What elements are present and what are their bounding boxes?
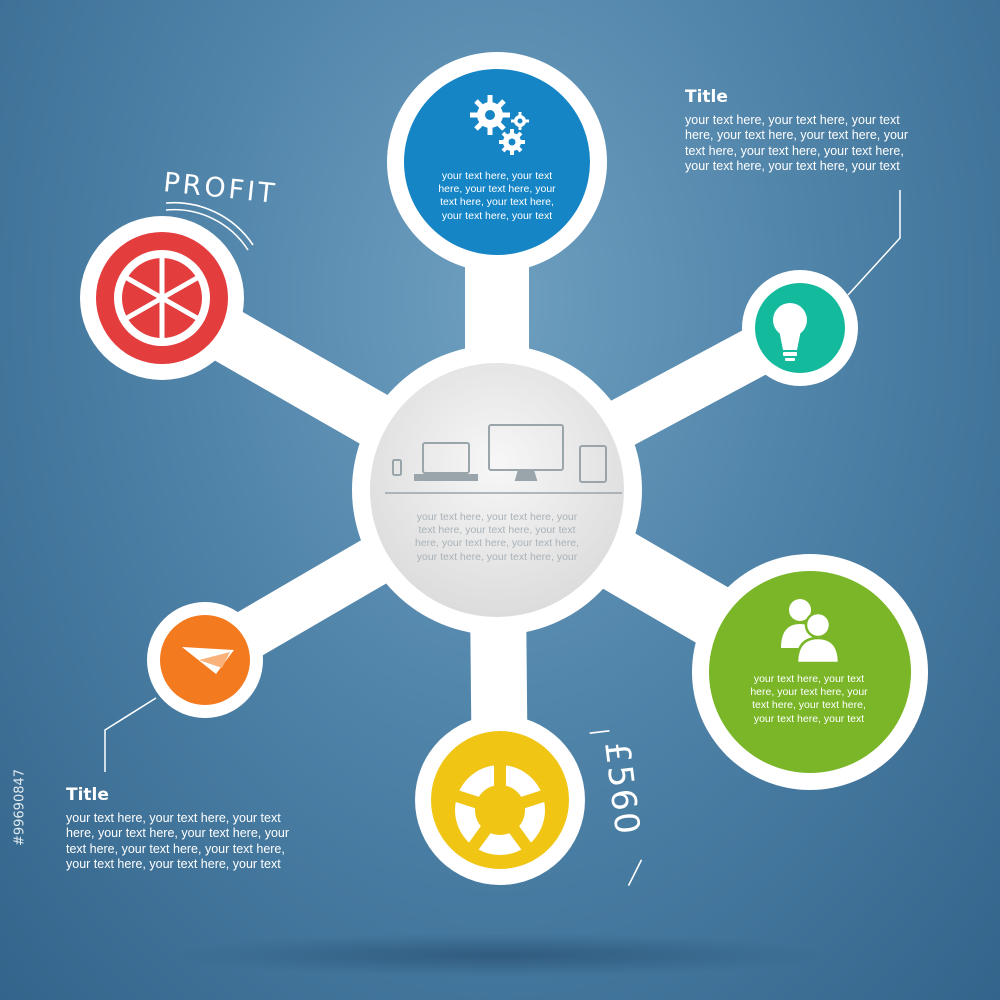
paper-plane-icon — [182, 647, 234, 674]
callout-line-top-right — [847, 190, 901, 296]
pie-chart-icon — [114, 250, 210, 346]
users-icon — [781, 599, 841, 665]
center-node — [370, 363, 624, 617]
callout-bottom-left-body: your text here, your text here, your tex… — [66, 811, 290, 872]
profit-arc — [165, 201, 254, 251]
callout-line-bottom-left — [104, 697, 157, 772]
callout-top-right-title: Title — [685, 87, 728, 107]
callout-bottom-left-title: Title — [66, 785, 109, 805]
devices-icon — [392, 424, 607, 483]
people-node-text: your text here, your text here, your tex… — [750, 673, 868, 725]
stock-id-watermark: #99690847 — [12, 768, 28, 847]
people-node — [709, 571, 911, 773]
top-node — [404, 69, 590, 255]
lightbulb-icon — [773, 303, 807, 361]
top-node-text: your text here, your text here, your tex… — [438, 170, 556, 222]
price-label: £560 — [596, 740, 647, 839]
gears-icon — [470, 95, 529, 155]
floor-shadow — [170, 933, 830, 977]
lifebuoy-icon — [454, 764, 546, 855]
callout-top-right-body: your text here, your text here, your tex… — [685, 113, 909, 174]
center-node-text: your text here, your text here, your tex… — [414, 511, 579, 563]
price-label-group: £560 — [589, 729, 647, 886]
